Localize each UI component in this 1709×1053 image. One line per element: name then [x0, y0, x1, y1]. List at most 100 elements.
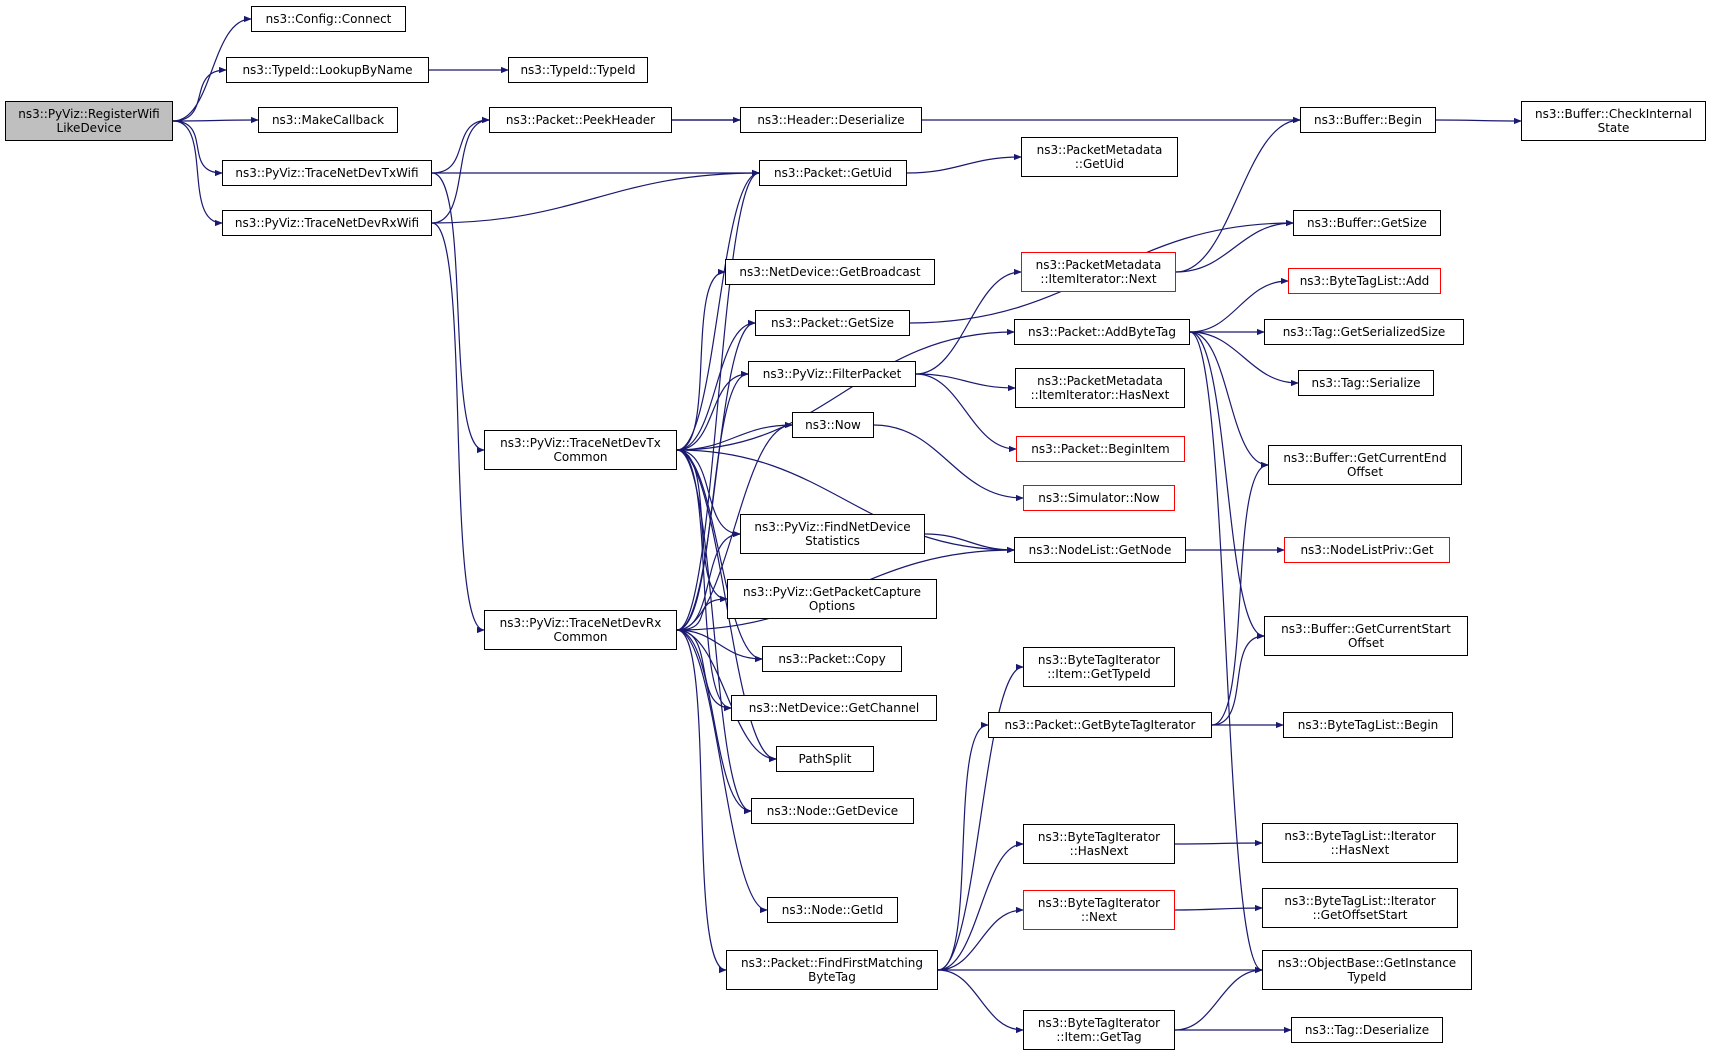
edge-rxCommon-to-getUid	[676, 169, 760, 631]
node-pm-has-next[interactable]: ns3::PacketMetadata::ItemIterator::HasNe…	[1015, 368, 1185, 408]
node-node-list-get-node[interactable]: ns3::NodeList::GetNode	[1014, 537, 1186, 563]
node-btl-iter-offset[interactable]: ns3::ByteTagList::Iterator::GetOffsetSta…	[1262, 888, 1458, 928]
node-label-line: ::ItemIterator::Next	[1040, 272, 1157, 286]
node-begin-item[interactable]: ns3::Packet::BeginItem	[1016, 436, 1185, 462]
edge-root-to-txWifi	[172, 120, 223, 177]
edge-rxWifi-to-rxCommon	[431, 222, 485, 634]
node-pm-next[interactable]: ns3::PacketMetadata::ItemIterator::Next	[1021, 252, 1176, 292]
node-get-broadcast[interactable]: ns3::NetDevice::GetBroadcast	[725, 259, 935, 285]
node-buffer-begin[interactable]: ns3::Buffer::Begin	[1300, 107, 1436, 133]
node-get-size[interactable]: ns3::Packet::GetSize	[755, 310, 910, 336]
node-label-line: ns3::ObjectBase::GetInstance	[1277, 956, 1457, 970]
node-label-line: ::HasNext	[1330, 843, 1390, 857]
node-label-line: ns3::Header::Deserialize	[757, 113, 905, 127]
node-label-line: TypeId	[1347, 970, 1387, 984]
node-bti-has-next[interactable]: ns3::ByteTagIterator::HasNext	[1023, 824, 1175, 864]
node-packet-copy[interactable]: ns3::Packet::Copy	[762, 646, 902, 672]
node-rx-wifi[interactable]: ns3::PyViz::TraceNetDevRxWifi	[222, 210, 432, 236]
node-label-line: ns3::TypeId::LookupByName	[242, 63, 413, 77]
node-label-line: ns3::Packet::Copy	[778, 652, 886, 666]
node-bti-item-get-type-id[interactable]: ns3::ByteTagIterator::Item::GetTypeId	[1023, 647, 1175, 687]
edge-rxCommon-to-findFirstMatching	[676, 629, 727, 974]
edge-findFirstMatching-to-getByteTagIter	[937, 721, 989, 971]
edge-rxWifi-to-getUid	[431, 169, 760, 224]
node-node-get-id[interactable]: ns3::Node::GetId	[767, 897, 898, 923]
node-label-line: ns3::Packet::GetUid	[773, 166, 893, 180]
node-filter-packet[interactable]: ns3::PyViz::FilterPacket	[748, 361, 916, 387]
edge-findFirstMatching-to-btiItemGetTag	[937, 969, 1024, 1034]
edge-rxCommon-to-findNetDevStats	[676, 530, 741, 631]
node-tag-serialize[interactable]: ns3::Tag::Serialize	[1298, 370, 1434, 396]
edge-addByteTag-to-objGetInstance	[1189, 331, 1263, 974]
edge-addByteTag-to-bufferCurStart	[1189, 331, 1265, 640]
node-btl-iter-has-next[interactable]: ns3::ByteTagList::Iterator::HasNext	[1262, 823, 1458, 863]
node-btl-begin[interactable]: ns3::ByteTagList::Begin	[1283, 712, 1453, 738]
node-label-line: ns3::Buffer::GetCurrentEnd	[1283, 451, 1447, 465]
node-header-deser[interactable]: ns3::Header::Deserialize	[740, 107, 922, 133]
node-label-line: Offset	[1346, 465, 1384, 479]
node-type-id[interactable]: ns3::TypeId::TypeId	[508, 57, 648, 83]
node-label-line: ns3::PacketMetadata	[1037, 374, 1163, 388]
edge-txCommon-to-nodeGetDevice	[676, 449, 752, 815]
node-label-line: ns3::NetDevice::GetChannel	[748, 701, 920, 715]
edge-txCommon-to-getChannel	[676, 449, 732, 712]
node-label-line: ByteTag	[808, 970, 856, 984]
node-tag-deserialize[interactable]: ns3::Tag::Deserialize	[1291, 1017, 1443, 1043]
node-label-line: ns3::Buffer::CheckInternal	[1534, 107, 1693, 121]
edge-rxWifi-to-peekHeader	[431, 116, 490, 224]
edge-root-to-configConnect	[172, 15, 252, 122]
node-peek-header[interactable]: ns3::Packet::PeekHeader	[489, 107, 672, 133]
node-path-split[interactable]: PathSplit	[776, 746, 874, 772]
node-label-line: ns3::Tag::Deserialize	[1304, 1023, 1430, 1037]
edge-btiHasNext-to-btlIterHasNext	[1174, 839, 1263, 847]
edge-layer	[172, 15, 1522, 1034]
node-add-byte-tag[interactable]: ns3::Packet::AddByteTag	[1014, 319, 1190, 345]
node-label-line: ::GetUid	[1074, 157, 1125, 171]
node-get-uid[interactable]: ns3::Packet::GetUid	[759, 160, 907, 186]
node-node-get-device[interactable]: ns3::Node::GetDevice	[751, 798, 914, 824]
node-label-line: ns3::Packet::AddByteTag	[1028, 325, 1176, 339]
node-label-line: ns3::Packet::GetByteTagIterator	[1004, 718, 1196, 732]
node-config-connect[interactable]: ns3::Config::Connect	[251, 6, 406, 32]
node-btl-add[interactable]: ns3::ByteTagList::Add	[1288, 268, 1441, 294]
node-label-line: ns3::ByteTagList::Iterator	[1284, 829, 1436, 843]
node-buffer-get-size[interactable]: ns3::Buffer::GetSize	[1293, 210, 1441, 236]
node-label-line: ns3::ByteTagIterator	[1037, 1016, 1161, 1030]
edge-txCommon-to-addByteTag	[676, 328, 1015, 451]
node-sim-now[interactable]: ns3::Simulator::Now	[1023, 485, 1175, 511]
edge-rxCommon-to-getPacketCapture	[676, 595, 728, 631]
node-type-id-lookup[interactable]: ns3::TypeId::LookupByName	[226, 57, 429, 83]
node-bti-next[interactable]: ns3::ByteTagIterator::Next	[1023, 890, 1175, 930]
node-bti-item-get-tag[interactable]: ns3::ByteTagIterator::Item::GetTag	[1023, 1010, 1175, 1050]
node-pm-get-uid[interactable]: ns3::PacketMetadata::GetUid	[1021, 137, 1178, 177]
edge-txWifi-to-peekHeader	[431, 116, 490, 174]
node-now[interactable]: ns3::Now	[792, 412, 874, 438]
node-tag-get-ser-size[interactable]: ns3::Tag::GetSerializedSize	[1264, 319, 1464, 345]
node-label-line: ns3::ByteTagIterator	[1037, 896, 1161, 910]
node-label-line: PathSplit	[798, 752, 852, 766]
node-label-line: ::GetOffsetStart	[1312, 908, 1408, 922]
node-label-line: ns3::NetDevice::GetBroadcast	[739, 265, 921, 279]
node-make-callback[interactable]: ns3::MakeCallback	[258, 107, 398, 133]
node-get-channel[interactable]: ns3::NetDevice::GetChannel	[731, 695, 937, 721]
node-label-line: ns3::PyViz::TraceNetDevRx	[499, 616, 662, 630]
node-node-list-priv-get[interactable]: ns3::NodeListPriv::Get	[1284, 537, 1450, 563]
node-get-byte-tag-iter[interactable]: ns3::Packet::GetByteTagIterator	[988, 712, 1212, 738]
edge-txCommon-to-pathSplit	[676, 449, 777, 763]
node-label-line: ns3::PacketMetadata	[1035, 258, 1162, 272]
edge-pmNext-to-bufferGetSize	[1175, 219, 1294, 273]
node-label-line: ns3::Buffer::GetCurrentStart	[1281, 622, 1451, 636]
node-label-line: ns3::Now	[805, 418, 861, 432]
node-label-line: ns3::ByteTagList::Add	[1299, 274, 1430, 288]
node-tx-wifi[interactable]: ns3::PyViz::TraceNetDevTxWifi	[222, 160, 432, 186]
